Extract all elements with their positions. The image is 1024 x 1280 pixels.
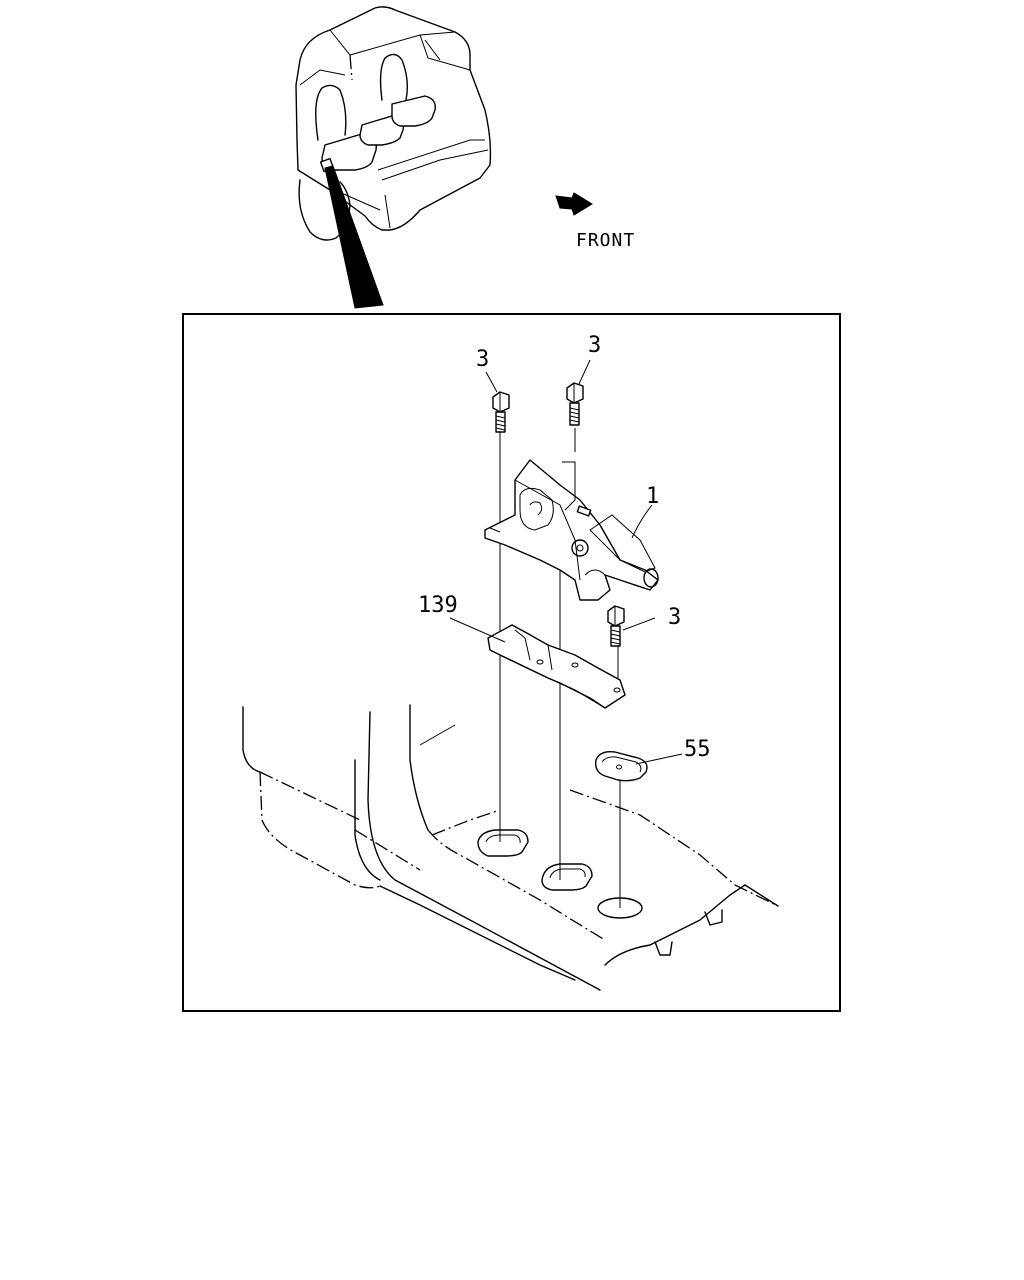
- bolt-top-left: [492, 391, 510, 433]
- grommet: [595, 750, 648, 782]
- floor-hole-middle: [541, 863, 593, 891]
- floor-panel: [242, 704, 779, 991]
- bolt-top-right: [566, 382, 584, 426]
- bolt-lower: [607, 605, 625, 647]
- callout-bolt-top-right: 3: [588, 333, 601, 358]
- bracket: [487, 624, 626, 709]
- callout-grommet: 55: [684, 737, 711, 762]
- callout-bolt-lower: 3: [668, 605, 681, 630]
- leader-lines: [449, 359, 683, 765]
- detail-frame: [182, 313, 841, 1012]
- parking-brake-lever: [484, 459, 659, 601]
- callout-bolt-top-left: 3: [476, 347, 489, 372]
- callouts: 3 3 1 139 3 55: [418, 333, 711, 762]
- cab-overview: [295, 6, 492, 309]
- callout-parking-brake-lever: 1: [646, 484, 659, 509]
- callout-bracket: 139: [418, 593, 458, 618]
- front-indicator: FRONT: [555, 192, 635, 251]
- front-direction-arrow-icon: [555, 192, 593, 216]
- front-label: FRONT: [576, 230, 635, 251]
